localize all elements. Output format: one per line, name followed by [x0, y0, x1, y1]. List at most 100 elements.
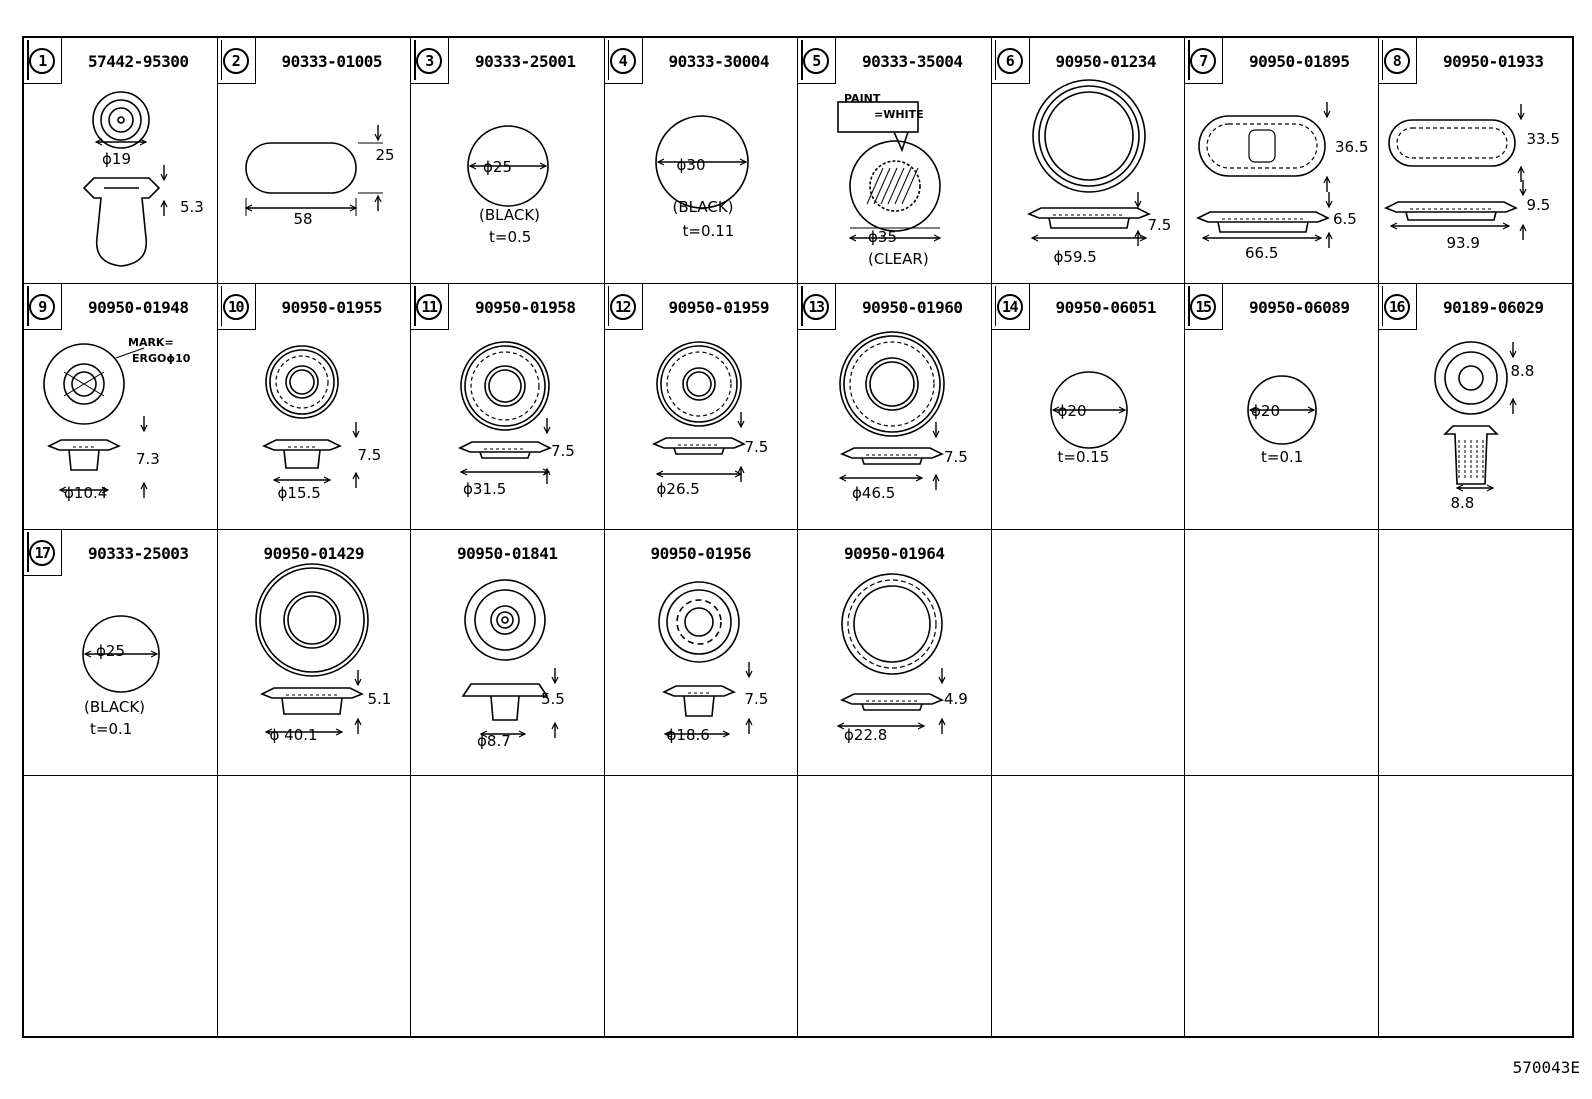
empty-cell: [1185, 776, 1379, 1036]
index-number: 16: [1381, 286, 1410, 326]
dimension-label: ϕ59.5: [1053, 248, 1097, 266]
part-illustration: [657, 581, 753, 738]
dimension-label: 7.5: [744, 438, 769, 456]
index-box: [1185, 284, 1223, 330]
part-drawing: [798, 284, 991, 529]
index-box: [217, 38, 256, 84]
index-box: [798, 284, 836, 330]
part-illustration: [1026, 79, 1151, 246]
part-drawing: [798, 530, 991, 775]
dimension-label: t=0.1: [90, 720, 133, 738]
dimension-label: 9.5: [1526, 196, 1551, 214]
part-cell: 16 90189-06029 8.8 8.8: [1378, 284, 1573, 530]
part-illustration: [837, 101, 942, 242]
dimension-label: (BLACK): [84, 698, 146, 716]
index-number: 3: [414, 40, 442, 80]
dimension-label: 66.5: [1245, 244, 1279, 262]
part-drawing: [24, 38, 217, 283]
part-illustration: [1383, 104, 1527, 240]
part-number: 90950-01933: [1443, 52, 1544, 71]
part-number: 90950-01959: [668, 298, 770, 317]
part-drawing: [411, 530, 604, 775]
dimension-label: ϕ 40.1: [269, 726, 318, 744]
part-number: 90950-01956: [650, 544, 752, 563]
dimension-label: (BLACK): [672, 198, 734, 216]
part-number: 90333-35004: [862, 52, 963, 71]
index-box: [24, 530, 62, 576]
index-box: [217, 284, 256, 330]
index-number: 5: [801, 40, 829, 80]
dimension-label: 8.8: [1450, 494, 1475, 512]
part-illustration: [838, 331, 945, 490]
part-number: 90950-01964: [844, 544, 945, 563]
part-number: 90333-25003: [88, 544, 189, 563]
part-number: 90950-01429: [263, 544, 365, 563]
dimension-label: 5.3: [180, 198, 204, 216]
part-drawing: [1379, 38, 1573, 283]
index-box: [24, 284, 62, 330]
part-illustration: [1049, 371, 1128, 449]
part-illustration: [458, 341, 552, 484]
part-illustration: [82, 615, 160, 693]
index-box: [1378, 38, 1417, 84]
part-drawing: [1185, 38, 1378, 283]
part-drawing: [1379, 284, 1573, 529]
dimension-label: 7.5: [1147, 216, 1172, 234]
index-box: [411, 284, 449, 330]
dimension-label: =WHITE: [874, 108, 924, 121]
empty-cell: [992, 776, 1185, 1036]
part-illustration: [1433, 341, 1517, 492]
part-drawing: [992, 38, 1185, 283]
dimension-label: 25: [375, 146, 395, 164]
index-box: [991, 284, 1030, 330]
index-box: [411, 38, 449, 84]
part-drawing: [411, 284, 604, 529]
dimension-label: ϕ15.5: [277, 484, 321, 502]
index-number: 6: [994, 40, 1023, 80]
part-number: 90189-06029: [1443, 298, 1544, 317]
dimension-label: t=0.15: [1057, 448, 1110, 466]
dimension-label: ϕ46.5: [852, 484, 896, 502]
dimension-label: ϕ18.6: [666, 726, 710, 744]
part-illustration: [467, 125, 549, 207]
dimension-label: ϕ31.5: [463, 480, 507, 498]
part-illustration: [654, 115, 749, 209]
dimension-label: PAINT: [844, 92, 881, 105]
part-number: 90950-01895: [1249, 52, 1350, 71]
part-illustration: [82, 91, 168, 267]
dimension-label: ϕ10.4: [64, 484, 108, 502]
index-number: 13: [801, 286, 829, 326]
dimension-label: 8.8: [1510, 362, 1535, 380]
part-drawing: [218, 530, 411, 775]
part-drawing: [605, 530, 798, 775]
empty-cell: [798, 776, 992, 1036]
empty-cell: [991, 530, 1185, 776]
dimension-label: ϕ25: [96, 642, 125, 660]
index-number: 7: [1188, 40, 1216, 80]
dimension-label: 36.5: [1335, 138, 1369, 156]
figure-code: 570043E: [1512, 1058, 1580, 1077]
index-number: 1: [27, 40, 55, 80]
empty-cell: [411, 776, 605, 1036]
part-number: 90950-06051: [1055, 298, 1157, 317]
part-drawing: [605, 38, 798, 283]
part-number: 90333-01005: [281, 52, 383, 71]
index-box: [24, 38, 62, 84]
dimension-label: (BLACK): [479, 206, 541, 224]
empty-cell: [605, 776, 798, 1036]
part-drawing: [218, 38, 411, 283]
index-box: [798, 38, 836, 84]
